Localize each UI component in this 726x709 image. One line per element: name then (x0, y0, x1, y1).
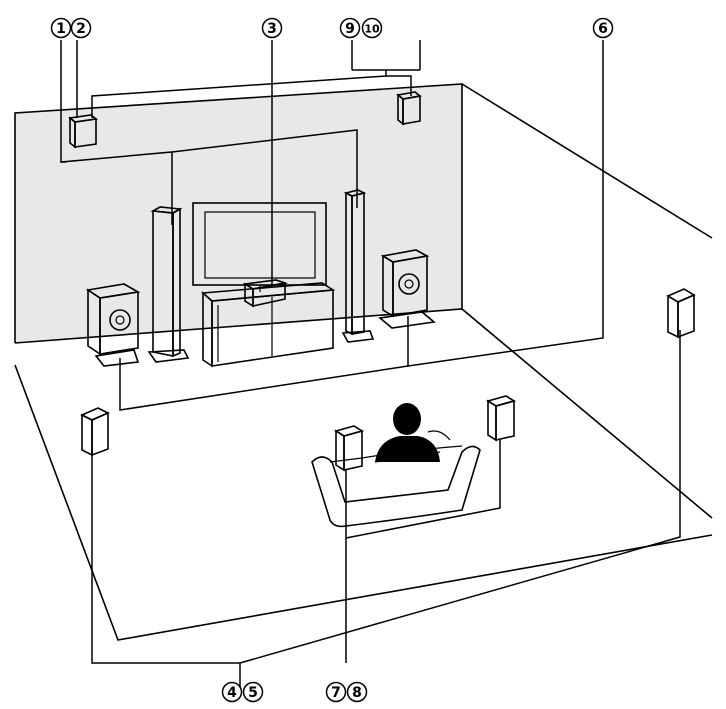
tv-stand (201, 282, 336, 368)
callout-9: 9 (339, 17, 361, 39)
svg-text:5: 5 (248, 685, 258, 701)
center-speaker-icon (242, 279, 289, 308)
television (192, 202, 327, 292)
room-outline-floor-back (14, 308, 713, 519)
room-outline-right-ceiling (461, 83, 713, 239)
room-outline-back (14, 83, 463, 343)
surround-right-speaker-icon (666, 288, 696, 339)
surround-back-left-speaker-icon (334, 425, 364, 472)
callout-8: 8 (346, 681, 368, 703)
callout-6: 6 (592, 17, 614, 39)
callout-5: 5 (242, 681, 264, 703)
front-left-tower-speaker-icon (147, 206, 190, 363)
listener-person-silhouette-icon (375, 403, 440, 462)
room (14, 83, 713, 641)
callout-7: 7 (325, 681, 347, 703)
svg-text:9: 9 (345, 21, 355, 37)
svg-text:10: 10 (364, 23, 380, 36)
svg-text:8: 8 (352, 685, 362, 701)
svg-text:6: 6 (598, 21, 608, 37)
surround-back-right-speaker-icon (486, 395, 516, 442)
callout-1: 1 (50, 17, 72, 39)
leader-lines (60, 40, 681, 688)
svg-text:7: 7 (331, 685, 341, 701)
subwoofer-right-icon (378, 249, 436, 329)
svg-text:4: 4 (227, 685, 237, 701)
callout-4: 4 (221, 681, 243, 703)
svg-text:3: 3 (267, 21, 277, 37)
front-height-left-speaker-icon (68, 114, 98, 149)
callout-3: 3 (261, 17, 283, 39)
svg-text:2: 2 (76, 21, 86, 37)
room-outline-floor-left (14, 364, 713, 641)
callout-10: 10 (361, 17, 383, 39)
callout-2: 2 (70, 17, 92, 39)
front-right-tower-speaker-icon (341, 189, 375, 343)
svg-text:1: 1 (56, 21, 66, 37)
subwoofer-left-icon (85, 283, 141, 367)
surround-left-speaker-icon (80, 407, 110, 457)
back-wall (15, 84, 462, 343)
front-height-right-speaker-icon (396, 91, 422, 126)
